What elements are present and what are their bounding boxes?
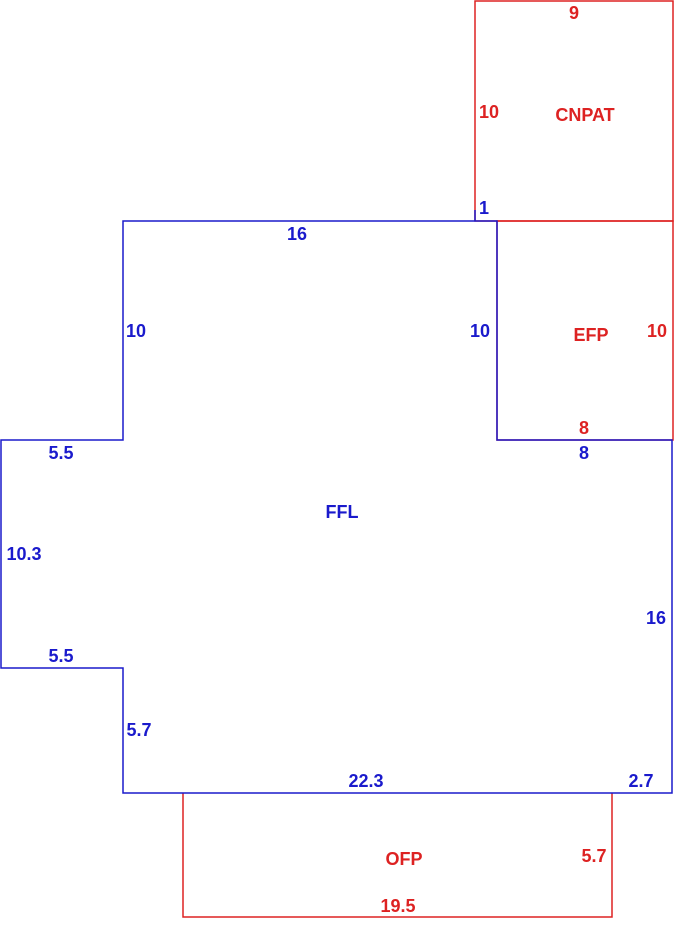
ofp-right-dimension: 5.7: [581, 846, 606, 866]
cnpat-area-label: CNPAT: [555, 105, 614, 125]
efp-bottom-dimension: 8: [579, 418, 589, 438]
ffl-right-lower-dimension: 16: [646, 608, 666, 628]
ffl-outline: [0, 220, 673, 794]
ffl-right-upper-dimension: 10: [470, 321, 490, 341]
ffl-top-step-dimension: 1: [479, 198, 489, 218]
cnpat-top-dimension: 9: [569, 3, 579, 23]
ffl-top-dimension: 16: [287, 224, 307, 244]
ffl-notch-top-dimension: 5.5: [48, 443, 73, 463]
ffl-bottom-dimension: 22.3: [348, 771, 383, 791]
ofp-outline: [182, 793, 613, 918]
ffl-left-upper-dimension: 10: [126, 321, 146, 341]
efp-right-dimension: 10: [647, 321, 667, 341]
ffl-left-mid-dimension: 10.3: [6, 544, 41, 564]
ofp-area-label: OFP: [385, 849, 422, 869]
ofp-bottom-dimension: 19.5: [380, 896, 415, 916]
efp-area-label: EFP: [573, 325, 608, 345]
ffl-left-lower-dimension: 5.7: [126, 720, 151, 740]
cnpat-left-dimension: 10: [479, 102, 499, 122]
ffl-bottom-right-dimension: 2.7: [628, 771, 653, 791]
ffl-notch-bottom-dimension: 5.5: [48, 646, 73, 666]
ffl-step-right-dimension: 8: [579, 443, 589, 463]
ffl-area-label: FFL: [326, 502, 359, 522]
